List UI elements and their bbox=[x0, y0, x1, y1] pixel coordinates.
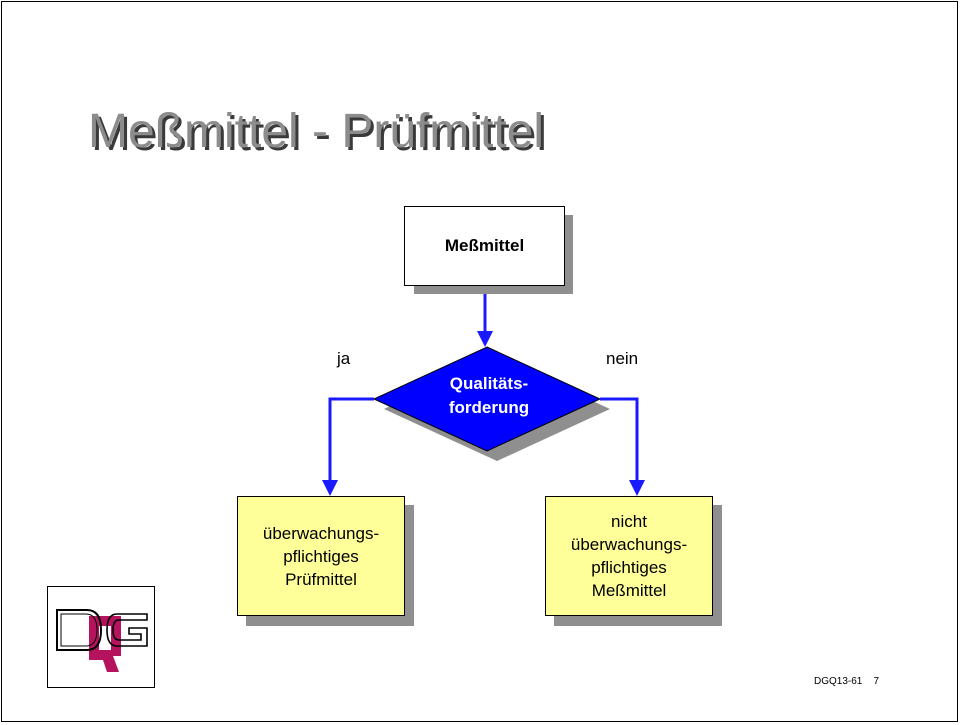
outcome-no-line2: überwachungs- bbox=[570, 535, 688, 554]
branch-yes-label: ja bbox=[337, 349, 351, 368]
decision-label-line2: forderung bbox=[448, 398, 530, 417]
arrowhead-decision-to-no bbox=[629, 480, 645, 496]
outcome-no-box: nicht überwachungs- pflichtiges Meßmitte… bbox=[545, 496, 713, 616]
outcome-yes-box: überwachungs- pflichtiges Prüfmittel bbox=[237, 496, 405, 616]
arrow-decision-to-no bbox=[600, 397, 639, 483]
slide-footer: DGQ13-61 7 bbox=[814, 676, 879, 687]
dgq-logo-icon bbox=[47, 586, 155, 688]
start-box-label: Meßmittel bbox=[444, 236, 525, 255]
outcome-yes-line1: überwachungs- bbox=[262, 523, 380, 543]
decision-label: Qualitäts- forderung bbox=[400, 372, 578, 420]
arrowhead-decision-to-yes bbox=[322, 480, 338, 496]
branch-no-label: nein bbox=[606, 349, 639, 368]
slide-title: Meßmittel - Prüfmittel Meßmittel - Prüfm… bbox=[88, 104, 788, 174]
start-box: Meßmittel bbox=[404, 206, 565, 286]
slide-title-text: Meßmittel - Prüfmittel bbox=[88, 105, 545, 158]
footer-page: 7 bbox=[873, 676, 880, 687]
arrowhead-start-to-decision bbox=[477, 331, 493, 347]
decision-diamond bbox=[372, 346, 602, 452]
arrow-decision-to-yes bbox=[328, 397, 374, 483]
outcome-no-line3: pflichtiges bbox=[591, 558, 667, 577]
outcome-no-line1: nicht bbox=[611, 512, 647, 531]
slide-title-shadow: Meßmittel - Prüfmittel bbox=[91, 108, 548, 161]
outcome-yes-line3: Prüfmittel bbox=[285, 569, 357, 589]
outcome-no-line4: Meßmittel bbox=[591, 581, 667, 600]
decision-label-line1: Qualitäts- bbox=[449, 374, 529, 393]
footer-code: DGQ13-61 bbox=[814, 676, 863, 687]
outcome-yes-line2: pflichtiges bbox=[283, 546, 359, 566]
